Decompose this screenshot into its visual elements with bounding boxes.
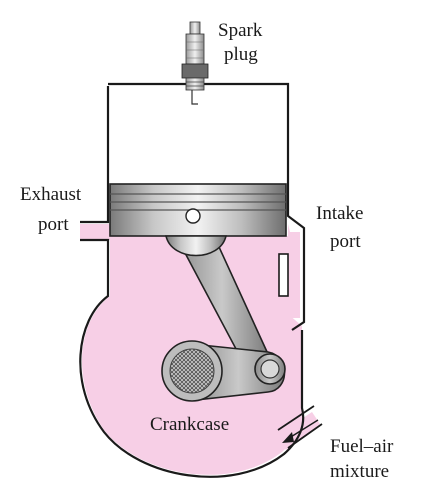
crankshaft [161,340,223,402]
spark-plug [181,21,209,105]
fuel-air-arrow [282,419,319,443]
spark-plug-label-line2: plug [224,44,258,65]
intake-port-label-line2: port [330,231,361,252]
intake-slot [278,253,289,297]
fuel-air-label-line2: mixture [330,461,389,482]
spark-plug-label-line1: Spark [218,20,263,41]
exhaust-port-label-line2: port [38,214,69,235]
exhaust-port-channel [80,224,112,240]
crank-pin [254,353,286,385]
piston [109,183,287,257]
fuel-air-pipe-lines [277,405,323,449]
exhaust-port-label-line1: Exhaust [20,184,82,205]
engine-outline [79,82,306,478]
intake-port-label-line1: Intake [316,203,363,224]
fuel-air-label-line1: Fuel–air [330,436,394,457]
intake-passage [288,232,300,318]
crankcase-label: Crankcase [150,414,229,435]
wrist-pin [185,208,201,224]
